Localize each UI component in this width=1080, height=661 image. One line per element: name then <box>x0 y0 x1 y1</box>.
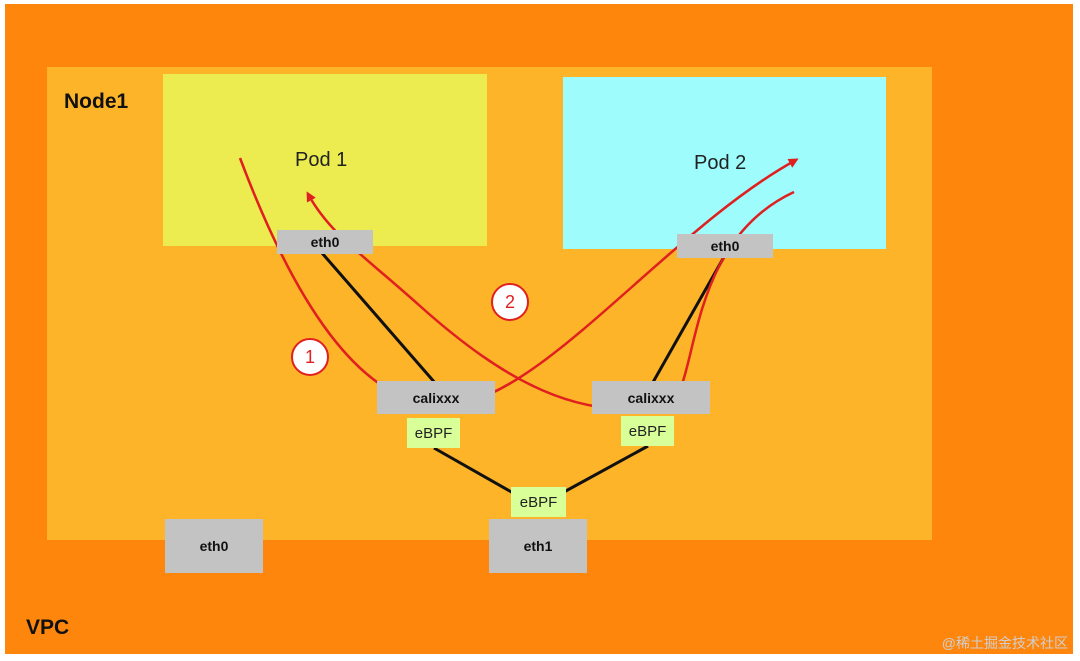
node-label: Node1 <box>64 90 129 113</box>
ebpf-left: eBPF <box>407 418 460 448</box>
step-1-badge: 1 <box>291 338 329 376</box>
vpc-label: VPC <box>26 616 70 639</box>
pod2-eth0: eth0 <box>677 234 773 258</box>
ebpf-eth1: eBPF <box>511 487 566 517</box>
link-pod2eth0-calixxx-right <box>650 256 726 385</box>
pod2-label: Pod 2 <box>694 152 747 174</box>
flow-arrow-2 <box>306 190 795 411</box>
node-eth0: eth0 <box>165 519 263 573</box>
link-ebpf-left-eth1 <box>433 446 523 500</box>
link-ebpf-right-eth1 <box>552 444 649 500</box>
watermark: @稀土掘金技术社区 <box>941 635 1068 651</box>
pod1-eth0: eth0 <box>277 230 373 254</box>
pod1-label: Pod 1 <box>295 149 348 171</box>
calixxx-right: calixxx <box>592 381 710 414</box>
node-eth1: eth1 <box>489 519 587 573</box>
pod2-box <box>563 77 886 249</box>
step-2-badge: 2 <box>491 283 529 321</box>
link-pod1eth0-calixxx-left <box>320 252 438 385</box>
calixxx-left: calixxx <box>377 381 495 414</box>
ebpf-right: eBPF <box>621 416 674 446</box>
